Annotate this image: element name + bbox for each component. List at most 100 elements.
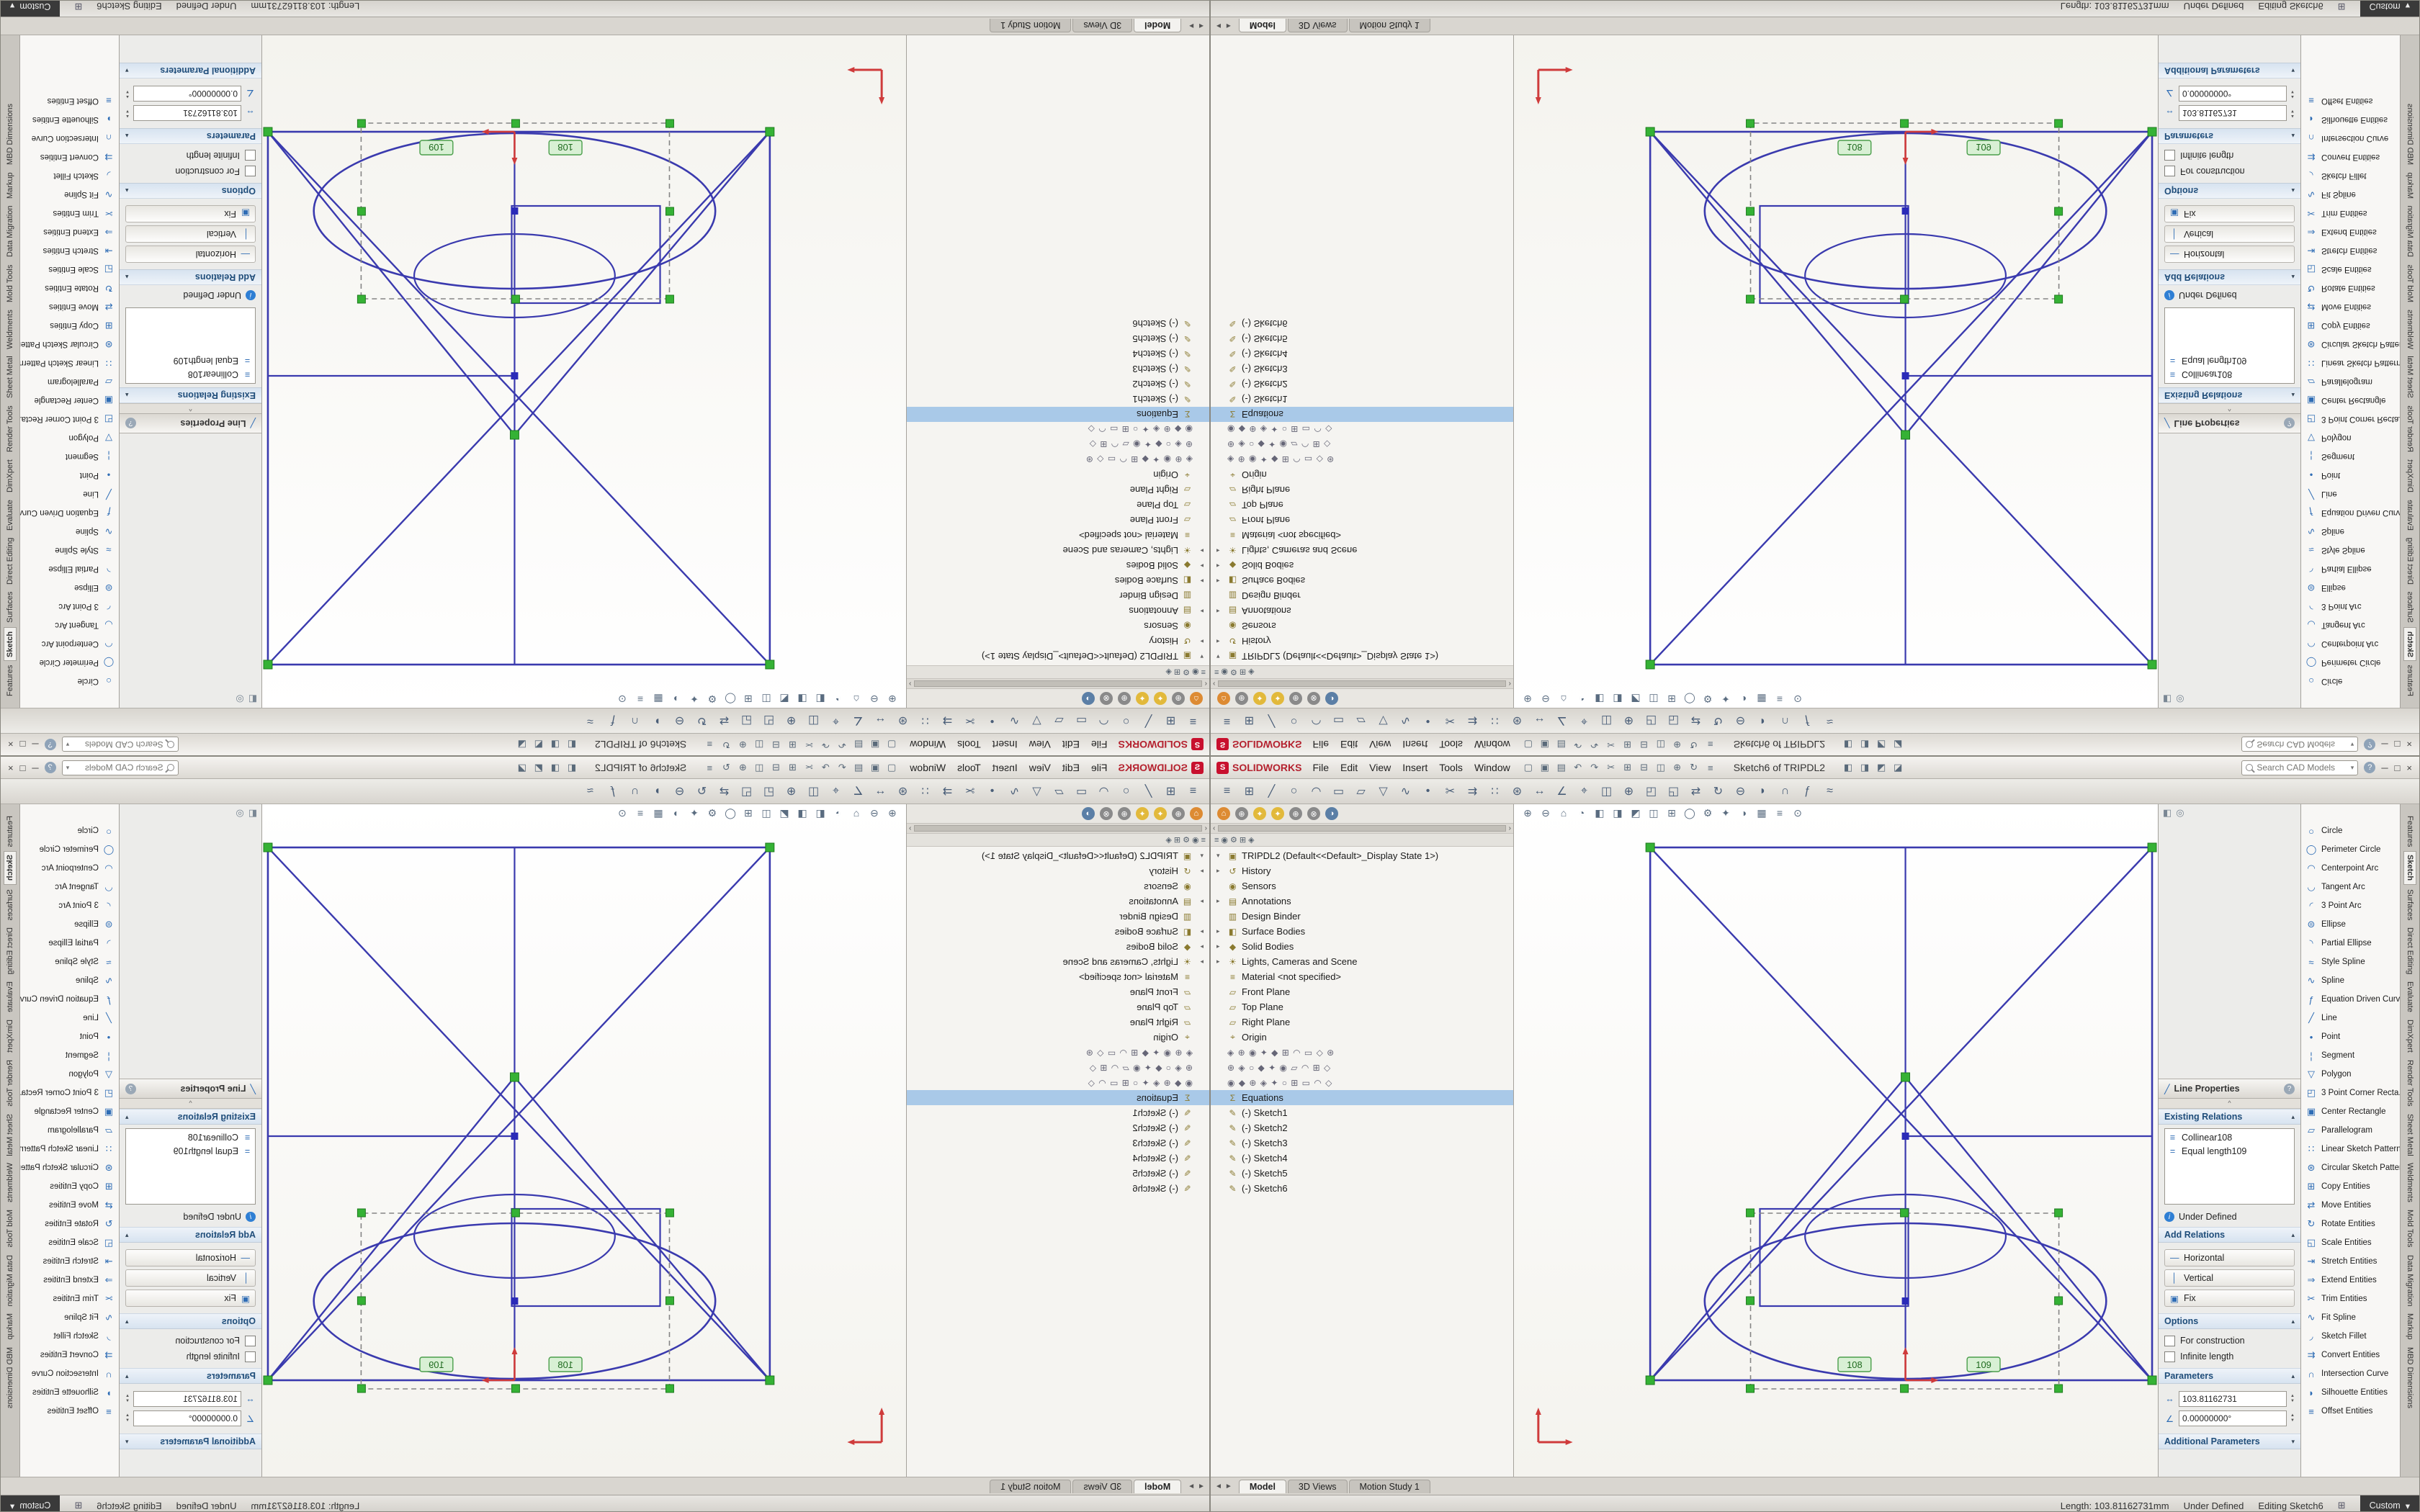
tree-row[interactable]: ▸◆Solid Bodies	[1211, 939, 1513, 954]
view-toolbar-icon[interactable]: ✦	[1136, 692, 1149, 705]
tool-parallelogram[interactable]: ▱Parallelogram	[20, 372, 119, 391]
tool-stretch-entities[interactable]: ⇥Stretch Entities	[2301, 241, 2400, 260]
tree-row[interactable]: ✎(-) Sketch1	[907, 1105, 1209, 1120]
tree-row[interactable]: ✎(-) Sketch3	[1211, 361, 1513, 377]
headsup-toolbar-icon[interactable]: ⚙	[1703, 806, 1713, 819]
tree-row[interactable]: ▸▤Annotations	[907, 894, 1209, 909]
view-toolbar-icon[interactable]: ✦	[1154, 692, 1167, 705]
tool-centerpoint-arc[interactable]: ◠Centerpoint Arc	[20, 634, 119, 653]
headsup-toolbar-icon[interactable]: ⊙	[1793, 806, 1802, 819]
command-toolbar-icon[interactable]: ○	[1122, 715, 1130, 727]
sketch-triangle-left[interactable]	[1649, 1076, 1906, 1381]
window-control-button[interactable]: □	[19, 739, 26, 750]
sketch-canvas[interactable]: 108 109	[1514, 804, 2158, 1477]
menubar-icon[interactable]: ↷	[1590, 762, 1599, 773]
tool-rotate-entities[interactable]: ↻Rotate Entities	[2301, 1215, 2400, 1233]
tab-direct-editing[interactable]: Direct Editing	[2406, 927, 2414, 975]
headsup-toolbar-icon[interactable]: ◩	[779, 806, 789, 819]
command-toolbar-icon[interactable]: ≈	[1827, 785, 1833, 797]
tree-row[interactable]: ✎(-) Sketch6	[1211, 1181, 1513, 1196]
scroll-left-icon[interactable]: ‹	[1213, 680, 1216, 688]
command-toolbar-icon[interactable]: •	[1425, 785, 1430, 797]
tab-evaluate[interactable]: Evaluate	[6, 499, 14, 531]
selection-handles[interactable]	[357, 119, 674, 304]
headsup-toolbar-icon[interactable]: ⌂	[1560, 693, 1567, 705]
panel-tab-icon[interactable]: ≡	[1214, 667, 1219, 677]
tree-row[interactable]: ⊕ ◈ ○ ◆ ✦ ◉ ▱ ◠ ⊞ ◇	[1211, 437, 1513, 452]
tree-row[interactable]: ✎(-) Sketch4	[907, 1151, 1209, 1166]
tool-trim-entities[interactable]: ✂Trim Entities	[20, 1290, 119, 1308]
checkbox[interactable]	[245, 150, 256, 161]
menubar-icon[interactable]: ◫	[1656, 762, 1665, 773]
command-toolbar-icon[interactable]: ✂	[1445, 786, 1456, 798]
command-toolbar-icon[interactable]: ⊞	[1244, 786, 1255, 798]
panel-tab-icon[interactable]: ◉	[1221, 836, 1229, 845]
tab-nav-icon[interactable]: ►	[1224, 22, 1232, 30]
window-control-button[interactable]: ─	[32, 762, 39, 773]
tool-silhouette-entities[interactable]: ◗Silhouette Entities	[20, 1383, 119, 1402]
headsup-toolbar-icon[interactable]: ◔	[835, 693, 842, 705]
headsup-toolbar-icon[interactable]: ◯	[1684, 806, 1695, 819]
tab-nav-icon[interactable]: ►	[1224, 1482, 1232, 1490]
tool-line[interactable]: ╱Line	[2301, 485, 2400, 503]
relation-tag-collinear[interactable]: 108	[1837, 140, 1872, 156]
expand-icon[interactable]: ▾	[1216, 852, 1220, 859]
headsup-toolbar-icon[interactable]: ✦	[690, 693, 699, 706]
menubar-icon[interactable]: ✂	[805, 762, 813, 773]
tab-surfaces[interactable]: Surfaces	[6, 888, 14, 920]
menubar-icon[interactable]: ≡	[707, 739, 713, 750]
tool-convert-entities[interactable]: ⇉Convert Entities	[20, 1346, 119, 1364]
tool-spline[interactable]: ∿Spline	[2301, 971, 2400, 990]
tab-sheet-metal[interactable]: Sheet Metal	[6, 1113, 14, 1156]
headsup-toolbar-icon[interactable]: ⊞	[744, 693, 753, 706]
sketch-triangle-right[interactable]	[267, 131, 516, 436]
command-toolbar-icon[interactable]: ⇄	[1690, 714, 1701, 726]
tree-row[interactable]: ▸↺History	[1211, 863, 1513, 878]
menubar-icon[interactable]: ↶	[1574, 762, 1582, 773]
menubar-icon[interactable]: ↷	[821, 739, 830, 750]
tree-row[interactable]: ✎(-) Sketch2	[907, 1120, 1209, 1135]
tab-nav-icon[interactable]: ◄	[1215, 22, 1222, 30]
command-toolbar-icon[interactable]: ◰	[1645, 714, 1657, 726]
pm-help-icon[interactable]: ?	[2284, 418, 2295, 429]
expand-icon[interactable]: ▸	[1216, 562, 1220, 570]
relation-tag-collinear[interactable]: 108	[548, 1356, 583, 1372]
menubar-icon[interactable]: ⊟	[1640, 739, 1649, 750]
command-toolbar-icon[interactable]: ≡	[1223, 715, 1231, 727]
model-tab-motion-study-1[interactable]: Motion Study 1	[990, 19, 1072, 33]
tool-silhouette-entities[interactable]: ◗Silhouette Entities	[2301, 1383, 2400, 1402]
sketch-canvas[interactable]: 108 109	[1514, 35, 2158, 708]
menubar-icon[interactable]: ⊕	[1673, 739, 1682, 750]
menubar-icon[interactable]: ⊟	[771, 739, 780, 750]
tool-sketch-fillet[interactable]: ◞Sketch Fillet	[2301, 1327, 2400, 1346]
tab-evaluate[interactable]: Evaluate	[2406, 499, 2414, 531]
panel-tab-icon[interactable]: ⚙	[1230, 836, 1237, 845]
sketch-small-rect[interactable]	[1759, 1207, 1909, 1308]
tree-row[interactable]: ▸▤Annotations	[1211, 603, 1513, 618]
tree-row[interactable]: ✎(-) Sketch1	[1211, 1105, 1513, 1120]
headsup-toolbar-icon[interactable]: ⊖	[870, 806, 879, 819]
command-toolbar-icon[interactable]: ∠	[1556, 714, 1567, 726]
spinner-arrows[interactable]: ▲▼	[125, 1394, 130, 1403]
relation-item[interactable]: ≡Collinear108	[129, 368, 252, 382]
menubar-icon[interactable]: ↻	[722, 762, 730, 773]
tab-markup[interactable]: Markup	[2406, 172, 2414, 199]
menubar-icon[interactable]: ≡	[707, 762, 713, 773]
relation-tag-equal-length[interactable]: 109	[419, 1356, 454, 1372]
headsup-toolbar-icon[interactable]: ◫	[1649, 806, 1659, 819]
tab-surfaces[interactable]: Surfaces	[6, 592, 14, 624]
command-toolbar-icon[interactable]: ↔	[874, 715, 887, 727]
parameter-value[interactable]: 0.00000000°	[2179, 86, 2287, 102]
command-toolbar-icon[interactable]: ⊛	[1512, 786, 1523, 798]
model-tab-3d-views[interactable]: 3D Views	[1287, 19, 1348, 33]
model-tab-model[interactable]: Model	[1134, 19, 1182, 33]
tree-row[interactable]: ⊕ ◈ ○ ◆ ✦ ◉ ▱ ◠ ⊞ ◇	[1211, 1060, 1513, 1075]
selection-handles[interactable]	[1746, 119, 2063, 304]
tool-3-point-corner-recta[interactable]: ◰3 Point Corner Recta...	[2301, 1084, 2400, 1102]
tree-row[interactable]: ◉ ◆ ⊕ ◈ ✦ ○ ⊞ ▭ ◠ ◇	[1211, 422, 1513, 437]
tool-silhouette-entities[interactable]: ◗Silhouette Entities	[2301, 110, 2400, 129]
command-toolbar-icon[interactable]: ◗	[1759, 785, 1767, 797]
headsup-toolbar-icon[interactable]: ◯	[725, 693, 736, 706]
